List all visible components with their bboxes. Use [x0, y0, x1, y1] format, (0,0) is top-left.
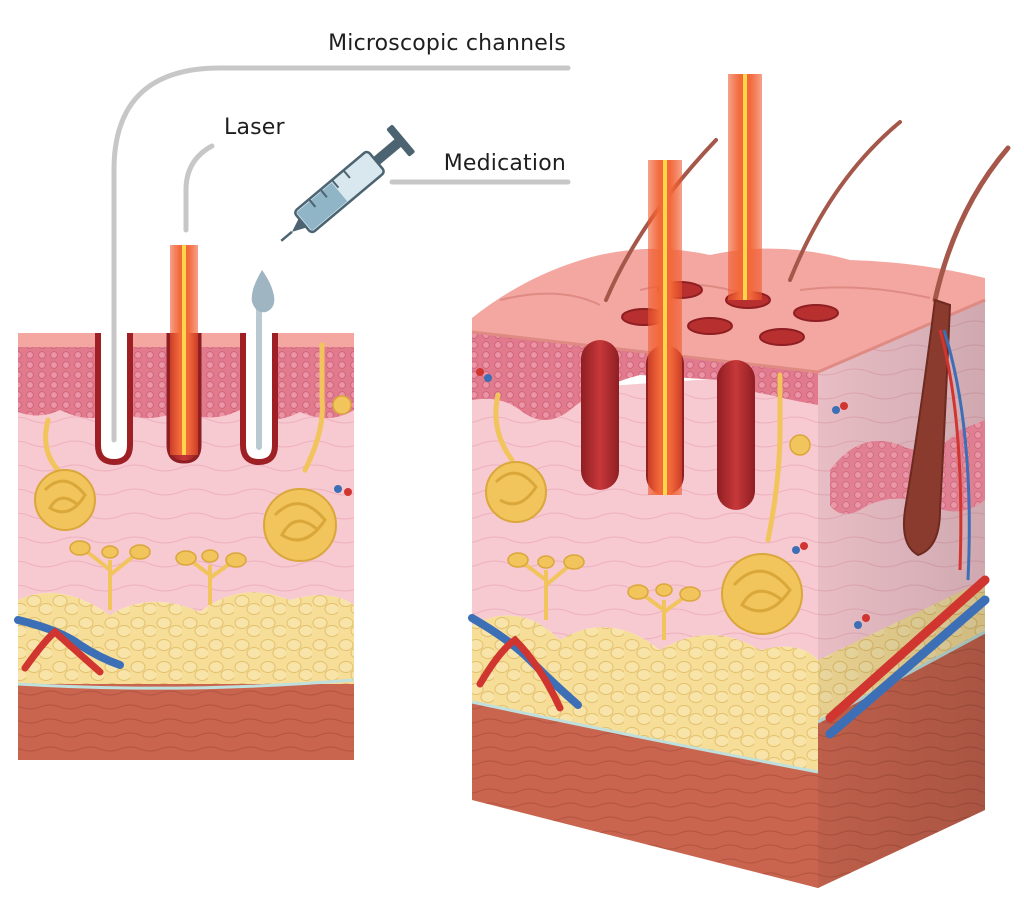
right-fat-layer [472, 615, 818, 772]
left-skin-cross-section [14, 245, 355, 760]
left-sweat-gland [34, 417, 96, 531]
label-laser: Laser [224, 115, 286, 140]
microchannels-leader-line [111, 65, 571, 443]
label-microscopic-channels: Microscopic channels [328, 31, 566, 56]
right-sweat-gland-2 [721, 372, 811, 635]
left-artery [21, 627, 104, 676]
syringe-icon [280, 125, 415, 242]
laser-leader-line [183, 143, 215, 233]
left-sweat-gland-2 [263, 342, 352, 562]
right-channel-3 [717, 360, 755, 510]
right-channel-1 [581, 340, 619, 490]
right-artery [476, 635, 564, 712]
droplet-icon [251, 270, 275, 313]
left-sebaceous-branches [69, 540, 247, 610]
hair-follicle [902, 298, 952, 557]
label-medication: Medication [444, 151, 566, 176]
right-sweat-gland-1 [485, 392, 547, 523]
right-sebaceous-branches [507, 552, 701, 640]
hair-strand-2 [788, 120, 902, 282]
left-vein [14, 616, 124, 669]
right-skin-block [468, 74, 1011, 888]
hair-strand-3 [932, 145, 1011, 303]
